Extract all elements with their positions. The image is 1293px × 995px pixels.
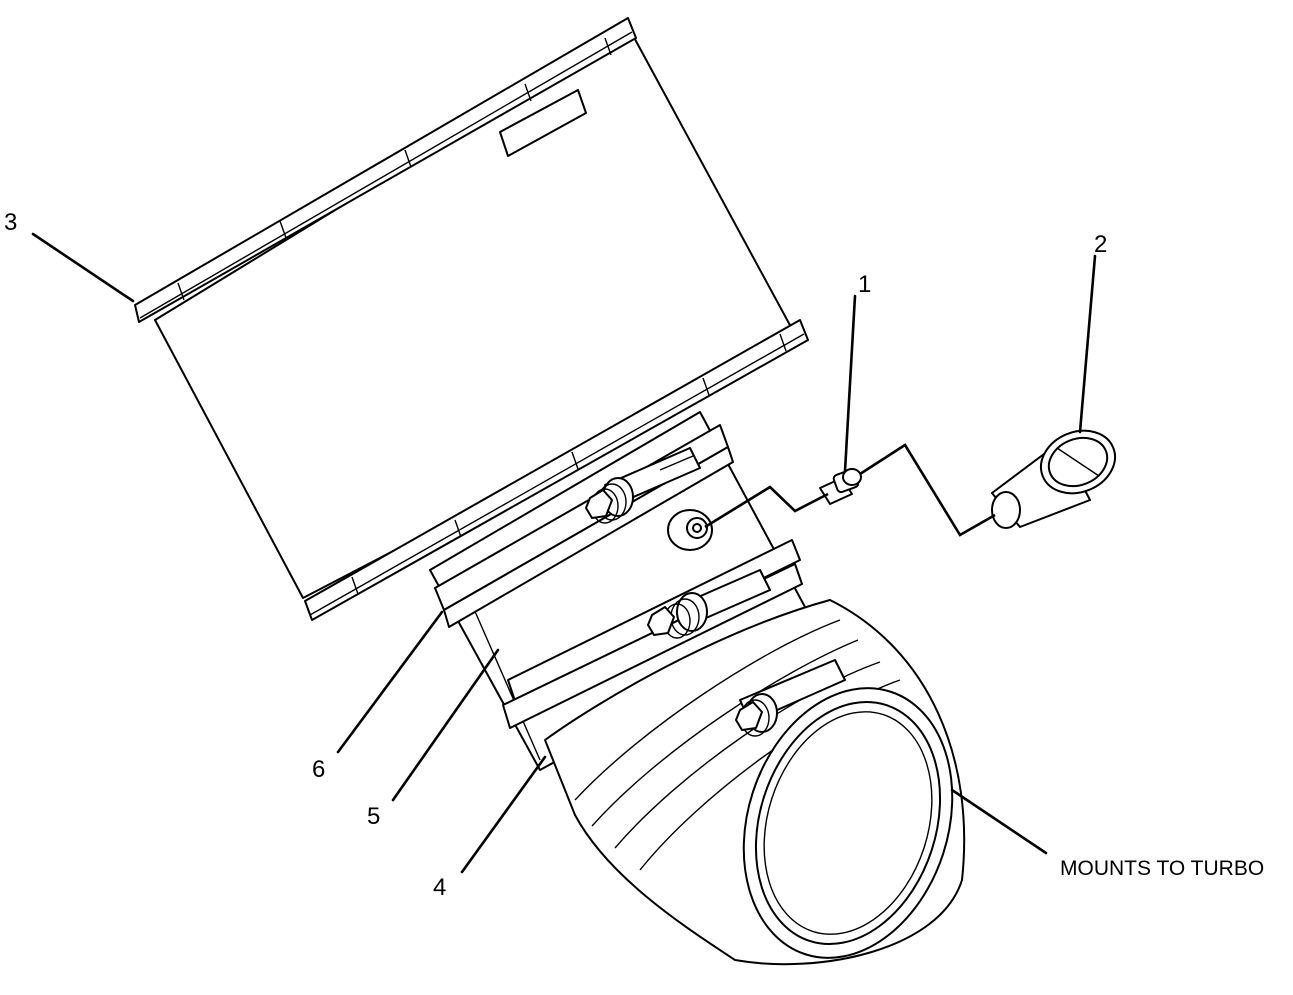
callout-1: 1 <box>858 271 871 298</box>
turbo-hose-part-4 <box>544 599 966 966</box>
leader-line-1 <box>843 294 857 473</box>
leader-line-3 <box>31 232 135 303</box>
callout-6: 6 <box>312 756 325 783</box>
leader-line-turbo <box>950 788 1048 855</box>
sensor-wire <box>704 443 996 537</box>
leader-lines <box>31 232 1097 874</box>
leader-line-6 <box>336 610 444 754</box>
callout-4: 4 <box>433 874 446 901</box>
leader-line-5 <box>391 648 500 802</box>
callout-5: 5 <box>367 803 380 830</box>
sensor-part-1 <box>819 468 862 505</box>
filter-housing-part-3 <box>134 17 809 621</box>
sensor-port-grommet <box>667 509 713 551</box>
leader-line-4 <box>460 755 547 874</box>
callout-2: 2 <box>1094 231 1107 258</box>
upper-clamp-part-6 <box>434 424 734 628</box>
callout-3: 3 <box>4 209 17 236</box>
leader-line-2 <box>1078 254 1097 434</box>
lower-clamp-part-5 <box>502 539 803 729</box>
sensor-tube-part-2 <box>991 429 1116 529</box>
mounts-to-turbo-note: MOUNTS TO TURBO <box>1060 857 1264 880</box>
